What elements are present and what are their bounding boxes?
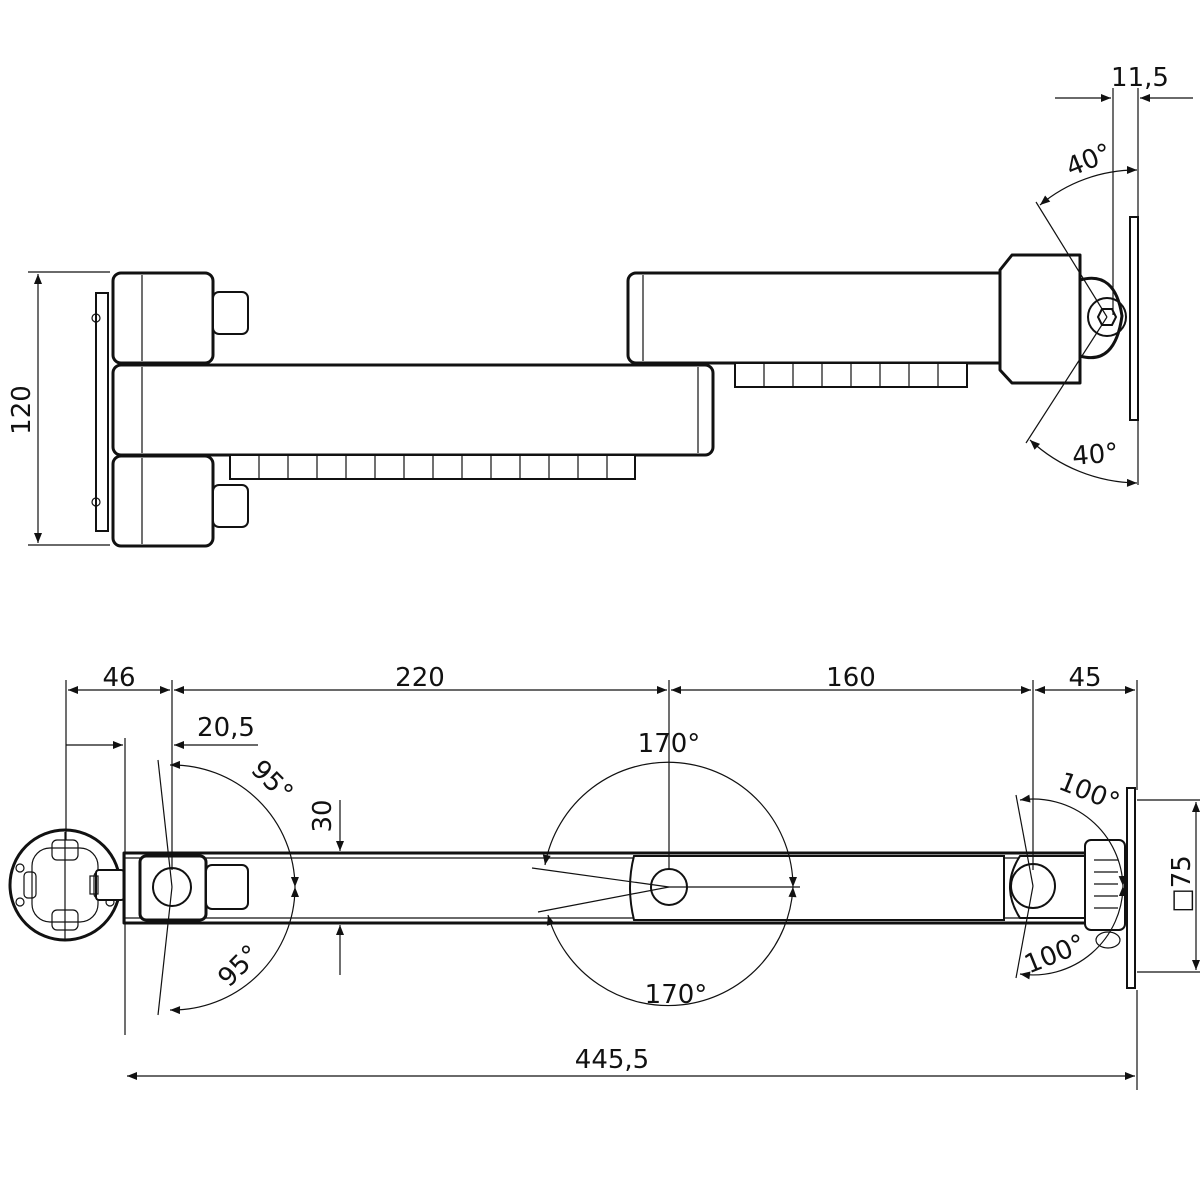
pivot-block-left (138, 854, 208, 922)
angle-right-top-label: 100° (1054, 767, 1123, 818)
dim-seg4-label: 45 (1068, 663, 1101, 693)
knob-lower (212, 484, 249, 528)
lower-arm (111, 363, 715, 457)
knob-side (205, 864, 249, 910)
dim-seg3-label: 160 (826, 663, 876, 693)
dim-total-label: 445,5 (575, 1045, 649, 1075)
vesa-plate (1129, 216, 1139, 421)
cable-clips-lower (229, 454, 636, 480)
clamp-bracket (95, 869, 125, 901)
joint-block-upper (111, 271, 215, 365)
dim-offset-label: 11,5 (1111, 63, 1169, 93)
tilt-mechanism (1084, 839, 1126, 931)
dim-arm-thickness-label: 30 (308, 799, 338, 832)
angle-mid-top-label: 170° (638, 729, 701, 759)
angle-left-bottom-label: 95° (212, 939, 266, 993)
hinge-circle (1087, 297, 1127, 337)
right-joint (1009, 855, 1091, 919)
clamp-plate (95, 292, 109, 532)
knob-upper (212, 291, 249, 335)
dim-seg1-label: 46 (102, 663, 135, 693)
dim-height-label: 120 (7, 385, 37, 435)
screw-icon (91, 497, 101, 507)
dim-pivot-offset-label: 20,5 (197, 713, 255, 743)
angle-up-label: 40° (1062, 138, 1116, 183)
vesa-plate-side (1126, 787, 1136, 989)
top-view: 120 11,5 40° 40° (7, 63, 1193, 548)
side-view: 46 220 160 45 20,5 30 95° 95° 170° 170° (8, 663, 1200, 1090)
screw-icon (91, 313, 101, 323)
joint-block-lower (111, 454, 215, 548)
tilt-head-housing (998, 253, 1082, 385)
angle-down-label: 40° (1071, 438, 1120, 472)
dim-seg2-label: 220 (395, 663, 445, 693)
angle-left-top-label: 95° (245, 754, 299, 808)
angle-mid-bottom-label: 170° (645, 980, 708, 1010)
dim-vesa-label: □75 (1167, 855, 1197, 913)
cable-clips-upper (734, 362, 968, 388)
